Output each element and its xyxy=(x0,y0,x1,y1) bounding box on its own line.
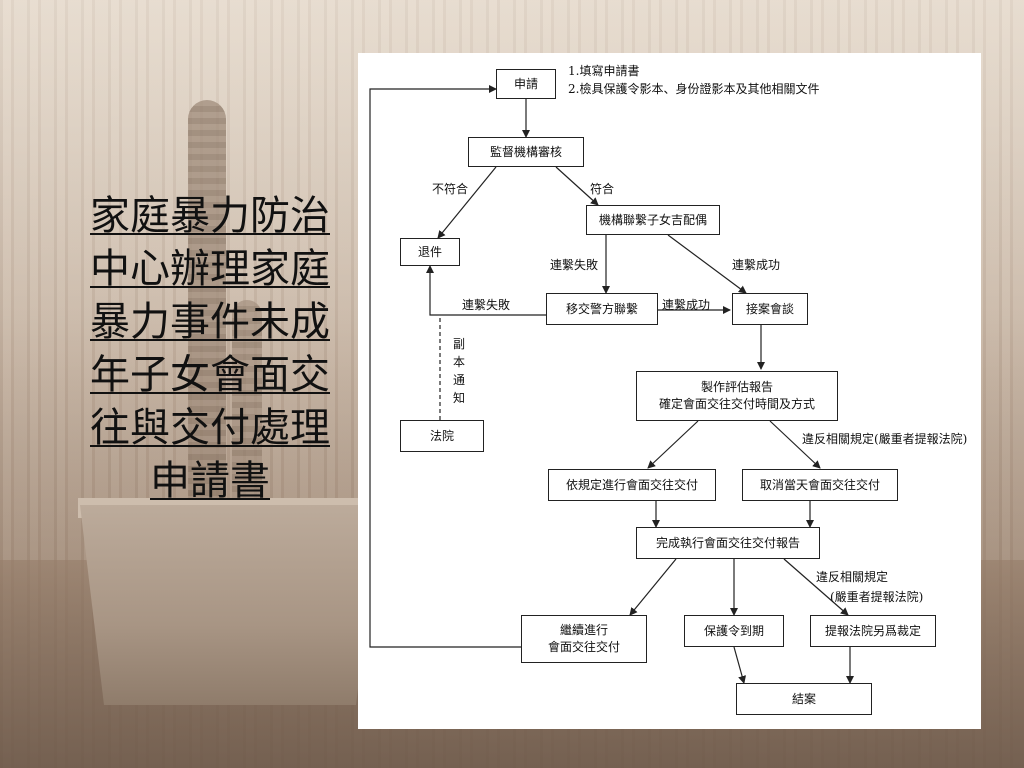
node-complete: 完成執行會面交往交付報告 xyxy=(636,527,820,559)
arrow-expire-close xyxy=(733,646,746,684)
apply-note-2: 2.檢具保護令影本、身份證影本及其他相關文件 xyxy=(568,82,820,96)
node-court: 法院 xyxy=(400,420,484,452)
title-line: 暴力事件未成 xyxy=(90,299,330,345)
title-line: 家庭暴力防治 xyxy=(90,193,330,239)
cactus-image xyxy=(188,100,226,520)
node-expire: 保護令到期 xyxy=(684,615,784,647)
label-copy-notice: 副本通知 xyxy=(452,337,465,405)
cactus-image-small xyxy=(232,300,262,520)
node-review: 監督機構審核 xyxy=(468,137,584,167)
node-police: 移交警方聯繫 xyxy=(546,293,658,325)
arrow-review-contact xyxy=(555,166,599,206)
node-interview: 接案會談 xyxy=(732,293,808,325)
node-cancel: 取消當天會面交往交付 xyxy=(742,469,898,501)
node-apply: 申請 xyxy=(496,69,556,99)
node-continue: 繼續進行 會面交往交付 xyxy=(521,615,647,663)
node-court-decide: 提報法院另爲裁定 xyxy=(810,615,936,647)
node-report: 製作評估報告 確定會面交往交付時間及方式 xyxy=(636,371,838,421)
flowchart-panel: 申請 1.填寫申請書 2.檢具保護令影本、身份證影本及其他相關文件 監督機構審核… xyxy=(358,53,981,729)
node-close: 結案 xyxy=(736,683,872,715)
node-return: 退件 xyxy=(400,238,460,266)
arrow-report-proceed xyxy=(647,420,699,469)
apply-note-1: 1.填寫申請書 xyxy=(568,64,640,78)
title-line: 申請書 xyxy=(150,458,270,504)
title-line: 年子女會面交 xyxy=(90,352,330,398)
label-not-qualified: 不符合 xyxy=(432,182,469,196)
report-line-2: 確定會面交往交付時間及方式 xyxy=(658,397,815,411)
label-police-fail: 連繫失敗 xyxy=(462,298,511,312)
arrow-continue-apply xyxy=(369,85,521,648)
label-violation-2a: 違反相關規定 xyxy=(816,570,889,584)
label-violation-1: 違反相關規定(嚴重者提報法院) xyxy=(802,432,968,446)
arrow-report-cancel xyxy=(769,420,821,469)
report-line-1: 製作評估報告 xyxy=(700,380,773,394)
title-line: 中心辦理家庭 xyxy=(90,246,330,292)
label-violation-2b: (嚴重者提報法院) xyxy=(830,590,924,604)
title-line: 往與交付處理 xyxy=(90,405,330,451)
node-proceed: 依規定進行會面交往交付 xyxy=(548,469,716,501)
node-contact: 機構聯繫子女吉配偶 xyxy=(586,205,720,235)
pot-image xyxy=(80,505,380,705)
label-contact-fail: 連繫失敗 xyxy=(550,258,599,272)
arrow-contact-interview xyxy=(667,234,747,294)
continue-line-1: 繼續進行 xyxy=(559,623,608,637)
continue-line-2: 會面交往交付 xyxy=(547,640,620,654)
arrow-police-return xyxy=(426,265,546,316)
label-qualified: 符合 xyxy=(590,182,615,196)
arrow-review-return xyxy=(437,166,497,239)
slide-title: 家庭暴力防治 中心辦理家庭 暴力事件未成 年子女會面交 往與交付處理 申請書 xyxy=(66,190,354,508)
flowchart-connectors xyxy=(369,85,854,684)
label-contact-success: 連繫成功 xyxy=(732,258,781,272)
label-police-success: 連繫成功 xyxy=(662,298,711,312)
arrow-complete-continue xyxy=(629,558,677,616)
arrow-complete-court-decide xyxy=(783,558,849,616)
